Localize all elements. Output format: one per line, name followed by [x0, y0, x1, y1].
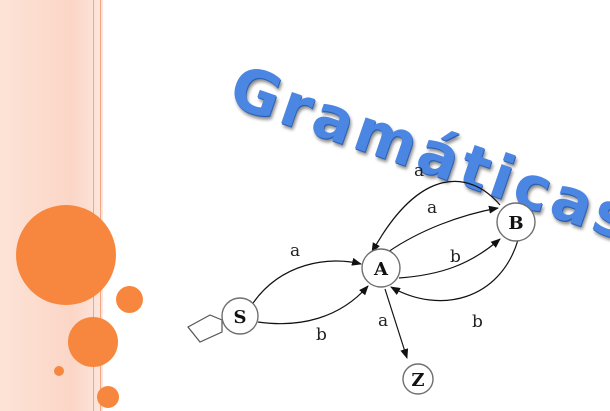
edge-a-b-a: [387, 205, 499, 253]
node-s: S: [221, 297, 259, 335]
node-label-a: A: [373, 259, 389, 280]
node-a: A: [361, 248, 401, 288]
edge-a-b-b: [398, 238, 501, 279]
decorative-circle-large: [16, 205, 116, 305]
band-divider-line: [93, 0, 94, 411]
edge-label: b: [472, 312, 483, 332]
decorative-circle-tiny: [54, 366, 64, 376]
band-divider-line: [100, 0, 101, 411]
edge-a-z-a: [384, 288, 409, 359]
edge-s-a-b: [257, 285, 369, 325]
edge-b-a-b: [390, 239, 519, 302]
edge-label: a: [427, 198, 437, 218]
edge-label: b: [450, 247, 461, 267]
edge-s-a-a: [250, 257, 362, 307]
start-state-marker: [187, 314, 223, 343]
decorative-circle-small-bottom: [97, 386, 119, 408]
decorative-circle-medium: [68, 317, 118, 367]
edge-label: a: [414, 161, 424, 181]
node-label-b: B: [508, 213, 523, 234]
edge-b-a-a: [371, 180, 501, 253]
edge-label: a: [290, 241, 300, 261]
node-b: B: [496, 202, 536, 242]
node-label-s: S: [234, 307, 247, 328]
decorative-circle-small: [116, 286, 143, 313]
edge-label: a: [378, 311, 388, 331]
edge-label: b: [316, 325, 327, 345]
node-z: Z: [402, 363, 434, 395]
node-label-z: Z: [411, 370, 424, 391]
